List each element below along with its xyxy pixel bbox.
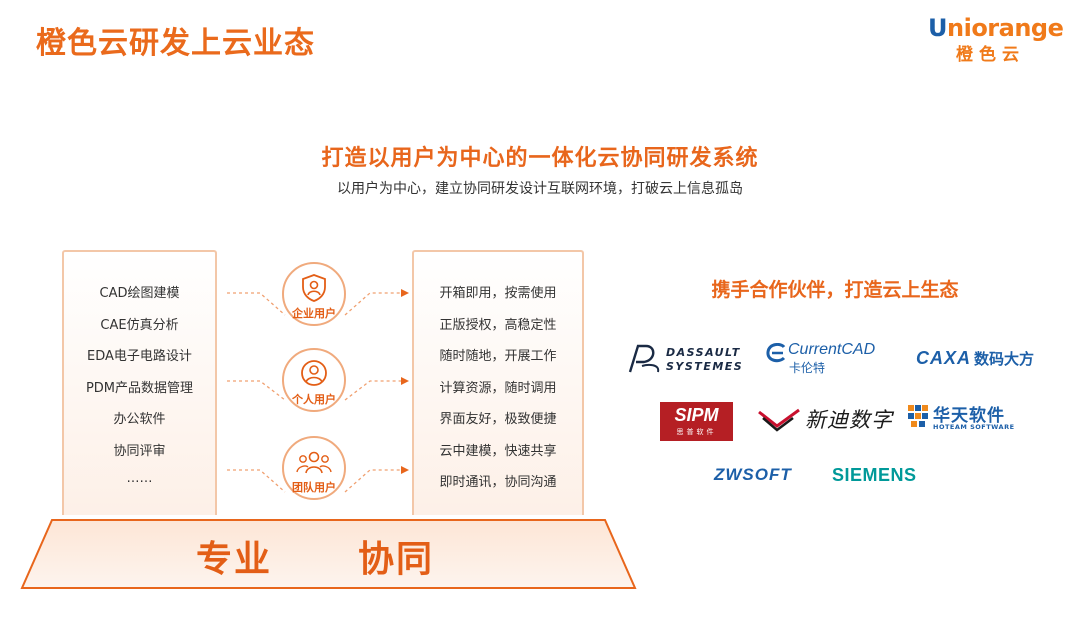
- list-item: 正版授权，高稳定性: [439, 317, 557, 333]
- flow-connectors: [227, 289, 409, 493]
- ds-mark-icon: [628, 344, 660, 373]
- team-user-badge: 团队用户: [282, 436, 346, 500]
- badge-label: 团队用户: [292, 481, 336, 494]
- benefits-panel: 开箱即用，按需使用 正版授权，高稳定性 随时随地，开展工作 计算资源，随时调用 …: [412, 250, 584, 515]
- list-item: EDA电子电路设计: [87, 349, 192, 364]
- list-item: 即时通讯，协同沟通: [439, 475, 557, 490]
- list-item: 界面友好，极致便捷: [439, 412, 557, 427]
- sipm-logo: SIPM 思普软件: [660, 402, 733, 441]
- team-icon: [296, 451, 332, 474]
- list-item: 开箱即用，按需使用: [439, 286, 557, 301]
- list-item: 协同评审: [113, 443, 166, 459]
- list-item: CAE仿真分析: [100, 317, 179, 333]
- sipm-name: SIPM: [674, 405, 719, 425]
- badge-label: 企业用户: [292, 307, 336, 320]
- logo-letter-u: U: [928, 14, 948, 42]
- list-item: PDM产品数据管理: [85, 380, 194, 396]
- list-item: 计算资源，随时调用: [439, 380, 557, 396]
- uniorange-logo: Uniorange 橙色云: [928, 14, 1064, 65]
- enterprise-user-badge: 企业用户: [282, 262, 346, 326]
- list-item: CAD绘图建模: [99, 286, 180, 301]
- subline: 以用户为中心，建立协同研发设计互联网环境，打破云上信息孤岛: [337, 181, 743, 197]
- caxa-chinese-name: 数码大方: [974, 350, 1035, 368]
- currentcad-chinese-name: 卡伦特: [789, 361, 826, 375]
- headline: 打造以用户为中心的一体化云协同研发系统: [321, 146, 759, 171]
- individual-user-badge: 个人用户: [282, 348, 346, 412]
- badge-label: 个人用户: [292, 393, 336, 406]
- logo-wordmark: niorange: [947, 14, 1064, 42]
- hoteam-name: HOTEAM SOFTWARE: [933, 423, 1015, 431]
- dassault-line2: SYSTEMES: [666, 360, 744, 373]
- siemens-logo: SIEMENS: [832, 465, 917, 485]
- currentcad-name: CurrentCAD: [788, 341, 876, 358]
- xinjian-chinese-name: 新迪数字: [805, 408, 893, 432]
- dassault-line1: DASSAULT: [666, 346, 741, 359]
- xinjian-mark-icon: [758, 408, 800, 432]
- hoteam-chinese-name: 华天软件: [933, 406, 1005, 426]
- list-item: 办公软件: [113, 412, 166, 427]
- hoteam-mark-icon: [908, 405, 928, 427]
- tools-list: CAD绘图建模 CAE仿真分析 EDA电子电路设计 PDM产品数据管理 办公软件…: [64, 282, 215, 503]
- list-item: ……: [126, 471, 153, 486]
- platform-base: [20, 519, 637, 589]
- page-title: 橙色云研发上云业态: [36, 26, 315, 61]
- list-item: 随时随地，开展工作: [439, 349, 557, 364]
- person-icon: [301, 360, 327, 386]
- zwsoft-logo: ZWSOFT: [714, 465, 792, 484]
- shield-user-icon: [302, 274, 326, 302]
- partners-title: 携手合作伙伴，打造云上生态: [711, 279, 959, 301]
- benefits-list: 开箱即用，按需使用 正版授权，高稳定性 随时随地，开展工作 计算资源，随时调用 …: [414, 282, 582, 503]
- caxa-name: CAXA: [916, 348, 972, 368]
- logo-chinese-name: 橙色云: [956, 45, 1025, 65]
- currentcad-mark-icon: [766, 343, 786, 363]
- base-label-professional: 专业: [196, 539, 273, 580]
- sipm-chinese-name: 思普软件: [676, 428, 717, 436]
- tools-panel: CAD绘图建模 CAE仿真分析 EDA电子电路设计 PDM产品数据管理 办公软件…: [62, 250, 217, 515]
- base-label-collaboration: 协同: [358, 539, 435, 580]
- list-item: 云中建模，快速共享: [439, 443, 557, 459]
